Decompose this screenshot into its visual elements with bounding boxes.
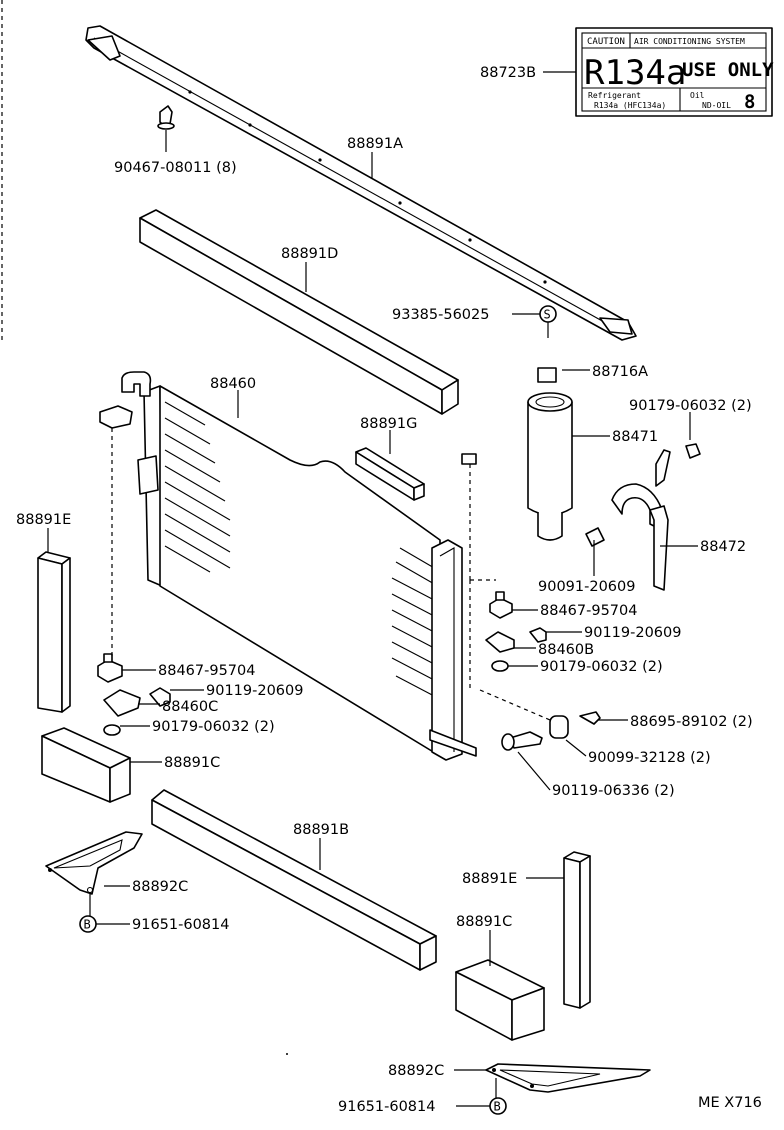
label-90179-06032-b: 90179-06032 (2) (540, 659, 663, 675)
refrigerant-text: Refrigerant (588, 91, 641, 100)
label-88891c-left: 88891C (164, 755, 220, 771)
left-hardware (97, 653, 171, 736)
use-only-text: USE ONLY (682, 59, 774, 81)
label-88460: 88460 (210, 376, 256, 392)
label-93385-56025: 93385-56025 (392, 307, 490, 323)
svg-text:B: B (84, 918, 91, 932)
right-hardware (485, 591, 601, 751)
bracket-88892c-right (485, 1063, 651, 1093)
condenser-88460 (99, 371, 477, 761)
label-90119-06336: 90119-06336 (2) (552, 783, 675, 799)
seal-88891e-left (37, 551, 71, 713)
label-88891c-right: 88891C (456, 914, 512, 930)
label-88695-89102: 88695-89102 (2) (630, 714, 753, 730)
seal-88891b (151, 789, 437, 971)
top-seal-88891a (85, 25, 637, 341)
label-88467-95704-right: 88467-95704 (540, 603, 638, 619)
svg-text:S: S (544, 308, 551, 322)
assembly-lines (111, 428, 551, 721)
label-88891e-left: 88891E (16, 512, 71, 528)
oil-detail: ND-OIL (702, 101, 731, 110)
label-91651-60814-right: 91651-60814 (338, 1099, 436, 1115)
label-90179-06032-c: 90179-06032 (2) (152, 719, 275, 735)
label-88891e-right: 88891E (462, 871, 517, 887)
caution-text: CAUTION (587, 37, 625, 47)
refrigerant-detail: R134a (HFC134a) (594, 101, 666, 110)
label-figure-code: ME X716 (698, 1095, 762, 1111)
receiver-drier-88471 (527, 367, 573, 541)
leader-lines (47, 71, 698, 1107)
oil-grade: 8 (744, 91, 755, 113)
label-88471: 88471 (612, 429, 658, 445)
block-88891c-right (455, 959, 545, 1041)
block-88891c-left (41, 727, 131, 803)
label-88460c: 88460C (162, 699, 218, 715)
marker-b-left: B (79, 915, 97, 933)
seal-88891e-right (563, 851, 591, 1009)
system-text: AIR CONDITIONING SYSTEM (634, 37, 745, 46)
clip-90467-08011 (157, 105, 175, 130)
label-90099-32128: 90099-32128 (2) (588, 750, 711, 766)
label-88891a: 88891A (347, 136, 403, 152)
seal-88891d (139, 209, 459, 415)
part-labels: 88723B 90467-08011 (8) 88891A 88891D 933… (16, 65, 762, 1115)
label-88472: 88472 (700, 539, 746, 555)
seal-88891g (355, 447, 425, 501)
label-88467-95704-left: 88467-95704 (158, 663, 256, 679)
label-88892c-right: 88892C (388, 1063, 444, 1079)
refrigerant-code: R134a (584, 53, 686, 93)
oil-text: Oil (690, 91, 705, 100)
receiver-tube (461, 336, 548, 465)
label-88723b: 88723B (480, 65, 536, 81)
label-90179-06032-a: 90179-06032 (2) (629, 398, 752, 414)
label-88891g: 88891G (360, 416, 417, 432)
caution-label: CAUTION AIR CONDITIONING SYSTEM R134a US… (575, 27, 774, 117)
marker-b-right: B (489, 1097, 507, 1115)
marker-s: S (539, 305, 557, 323)
bracket-88892c-left (45, 831, 143, 895)
label-88891d: 88891D (281, 246, 338, 262)
svg-text:B: B (494, 1100, 501, 1114)
label-88716a: 88716A (592, 364, 648, 380)
label-88460b: 88460B (538, 642, 594, 658)
bracket-88472 (585, 443, 701, 591)
label-88891b: 88891B (293, 822, 349, 838)
label-90119-20609-right: 90119-20609 (584, 625, 682, 641)
label-88892c-left: 88892C (132, 879, 188, 895)
label-90467-08011: 90467-08011 (8) (114, 160, 237, 176)
label-90119-20609-left: 90119-20609 (206, 683, 304, 699)
label-90091-20609: 90091-20609 (538, 579, 636, 595)
label-91651-60814-left: 91651-60814 (132, 917, 230, 933)
